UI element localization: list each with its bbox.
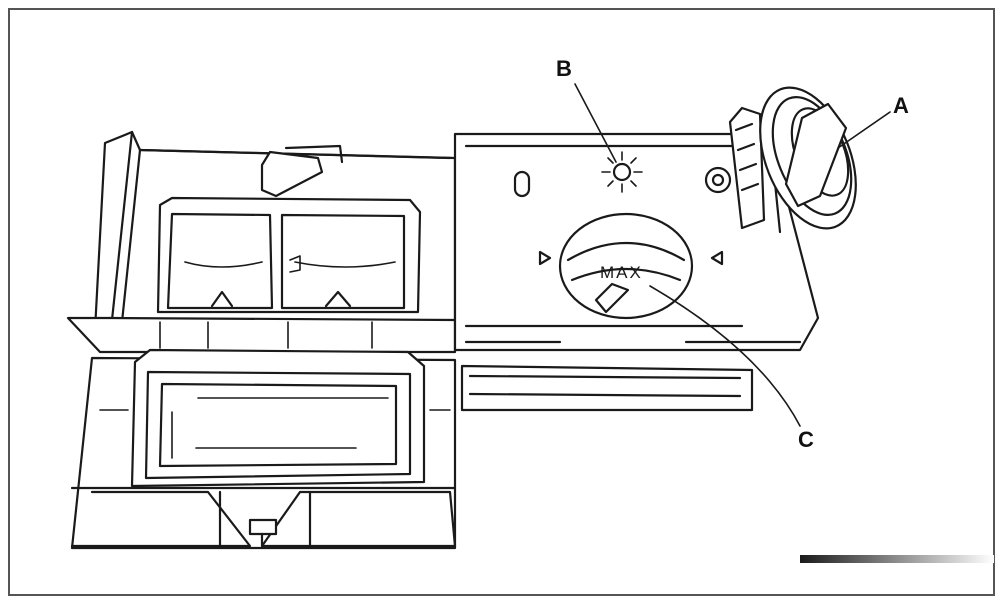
lid-latch <box>260 150 324 198</box>
leader-a <box>837 111 891 149</box>
dial-max-label: MAX <box>600 263 643 282</box>
callout-b: B <box>556 56 572 81</box>
slot-left <box>513 170 531 198</box>
leader-c <box>649 285 801 427</box>
prewash-tray <box>156 196 422 314</box>
fade-bar <box>800 555 994 563</box>
rinse-aid-cap <box>728 86 857 230</box>
front-rail <box>66 316 457 354</box>
cap-grip <box>784 102 848 208</box>
dial-pointer <box>594 282 630 314</box>
leader-b <box>574 83 617 163</box>
rinse-aid-panel: MAX <box>453 86 857 412</box>
callout-c: C <box>798 427 814 452</box>
indicator-light <box>601 151 643 193</box>
knob-right <box>704 166 732 194</box>
figure-frame <box>8 8 995 596</box>
callout-a: A <box>893 93 909 118</box>
panel-underside <box>460 364 754 412</box>
detergent-compartment <box>66 130 457 550</box>
